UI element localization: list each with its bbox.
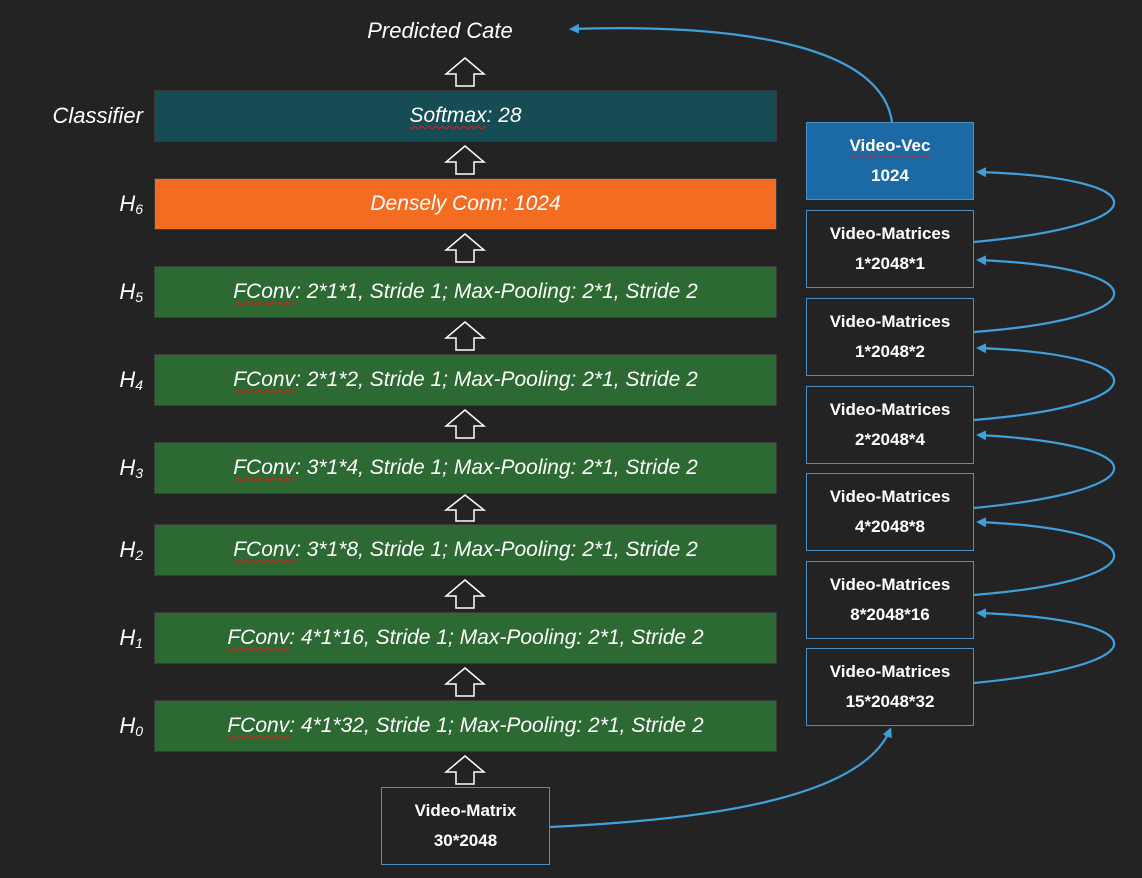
box-dims: 8*2048*16 [850,605,930,624]
side-label-subscript: 3 [135,465,143,481]
link-matrices-4-to-3 [973,430,1116,510]
video-matrices-box: Video-Matrices 2*2048*4 [806,386,974,464]
layer-params: : 4*1*32, Stride 1; Max-Pooling: 2*1, St… [289,714,704,737]
conv-layer-h1: FConv: 4*1*16, Stride 1; Max-Pooling: 2*… [154,612,777,664]
box-title: Video-Matrices [829,575,951,594]
side-label-subscript: 0 [135,723,143,739]
side-label-subscript: 6 [135,201,143,217]
conv-layer-h3: FConv: 3*1*4, Stride 1; Max-Pooling: 2*1… [154,442,777,494]
link-matrices-1-to-vec [973,167,1116,244]
layer-op-name: FConv [227,626,290,649]
side-label-text: H [119,537,136,562]
side-label-subscript: 4 [135,377,143,393]
box-title: Video-Matrix [414,801,517,820]
side-label-text: H [119,713,136,738]
dense-layer: Densely Conn: 1024 [154,178,777,230]
box-title: Video-Vec [849,136,931,155]
conv-layer-h5: FConv: 2*1*1, Stride 1; Max-Pooling: 2*1… [154,266,777,318]
video-matrices-box: Video-Matrices 4*2048*8 [806,473,974,551]
side-label-classifier: Classifier [18,90,143,142]
up-arrow-icon [444,494,486,522]
layer-params: : 3*1*4, Stride 1; Max-Pooling: 2*1, Str… [295,456,698,479]
up-arrow-icon [444,321,486,351]
layer-op-name: FConv [233,280,296,303]
layer-params: : 4*1*16, Stride 1; Max-Pooling: 2*1, St… [289,626,704,649]
conv-layer-h4: FConv: 2*1*2, Stride 1; Max-Pooling: 2*1… [154,354,777,406]
side-label-text: Classifier [52,103,143,128]
layer-op-name: FConv [233,368,296,391]
side-label-text: H [119,625,136,650]
up-arrow-icon [444,233,486,263]
layer-params: : 3*1*8, Stride 1; Max-Pooling: 2*1, Str… [295,538,698,561]
link-matrices-3-to-2 [973,343,1116,422]
video-matrices-box: Video-Matrices 1*2048*1 [806,210,974,288]
up-arrow-icon [444,755,486,785]
output-label: Predicted Cate [367,18,513,43]
side-label-subscript: 1 [135,635,143,651]
box-title: Video-Matrices [829,224,951,243]
up-arrow-icon [444,409,486,439]
box-title: Video-Matrices [829,662,951,681]
up-arrow-icon [444,579,486,609]
side-label-subscript: 2 [135,547,143,563]
side-label-text: H [119,279,136,304]
link-matrices-2-to-1 [973,255,1116,334]
layer-text: Densely Conn: 1024 [370,192,561,215]
video-matrices-box: Video-Matrices 15*2048*32 [806,648,974,726]
layer-params: : 2*1*1, Stride 1; Max-Pooling: 2*1, Str… [295,280,698,303]
box-title: Video-Matrices [829,312,951,331]
layer-params: : 28 [486,104,522,127]
box-dims: 2*2048*4 [855,430,925,449]
box-dims: 1*2048*1 [855,254,925,273]
layer-op-name: FConv [233,456,296,479]
box-title: Video-Matrices [829,400,951,419]
link-matrices-6-to-5 [973,608,1116,685]
link-vec-to-output [569,23,894,123]
box-dims: 4*2048*8 [855,517,925,536]
softmax-layer: Softmax: 28 [154,90,777,142]
link-input-to-matrices [549,727,892,829]
box-title: Video-Matrices [829,487,951,506]
box-dims: 30*2048 [433,831,498,850]
video-matrices-box: Video-Matrices 8*2048*16 [806,561,974,639]
conv-layer-h0: FConv: 4*1*32, Stride 1; Max-Pooling: 2*… [154,700,777,752]
side-label-text: H [119,455,136,480]
box-dims: 1024 [871,166,909,185]
video-matrix-input-box: Video-Matrix 30*2048 [381,787,550,865]
box-dims: 15*2048*32 [845,692,935,711]
video-vec-box: Video-Vec 1024 [806,122,974,200]
up-arrow-icon [444,57,486,87]
layer-op-name: FConv [233,538,296,561]
video-matrices-box: Video-Matrices 1*2048*2 [806,298,974,376]
side-label-text: H [119,191,136,216]
layer-params: : 2*1*2, Stride 1; Max-Pooling: 2*1, Str… [295,368,698,391]
side-label-subscript: 5 [135,289,143,305]
box-dims: 1*2048*2 [855,342,925,361]
conv-layer-h2: FConv: 3*1*8, Stride 1; Max-Pooling: 2*1… [154,524,777,576]
up-arrow-icon [444,667,486,697]
link-matrices-5-to-4 [973,517,1116,597]
side-label-text: H [119,367,136,392]
layer-op-name: FConv [227,714,290,737]
layer-op-name: Softmax [409,104,487,127]
up-arrow-icon [444,145,486,175]
